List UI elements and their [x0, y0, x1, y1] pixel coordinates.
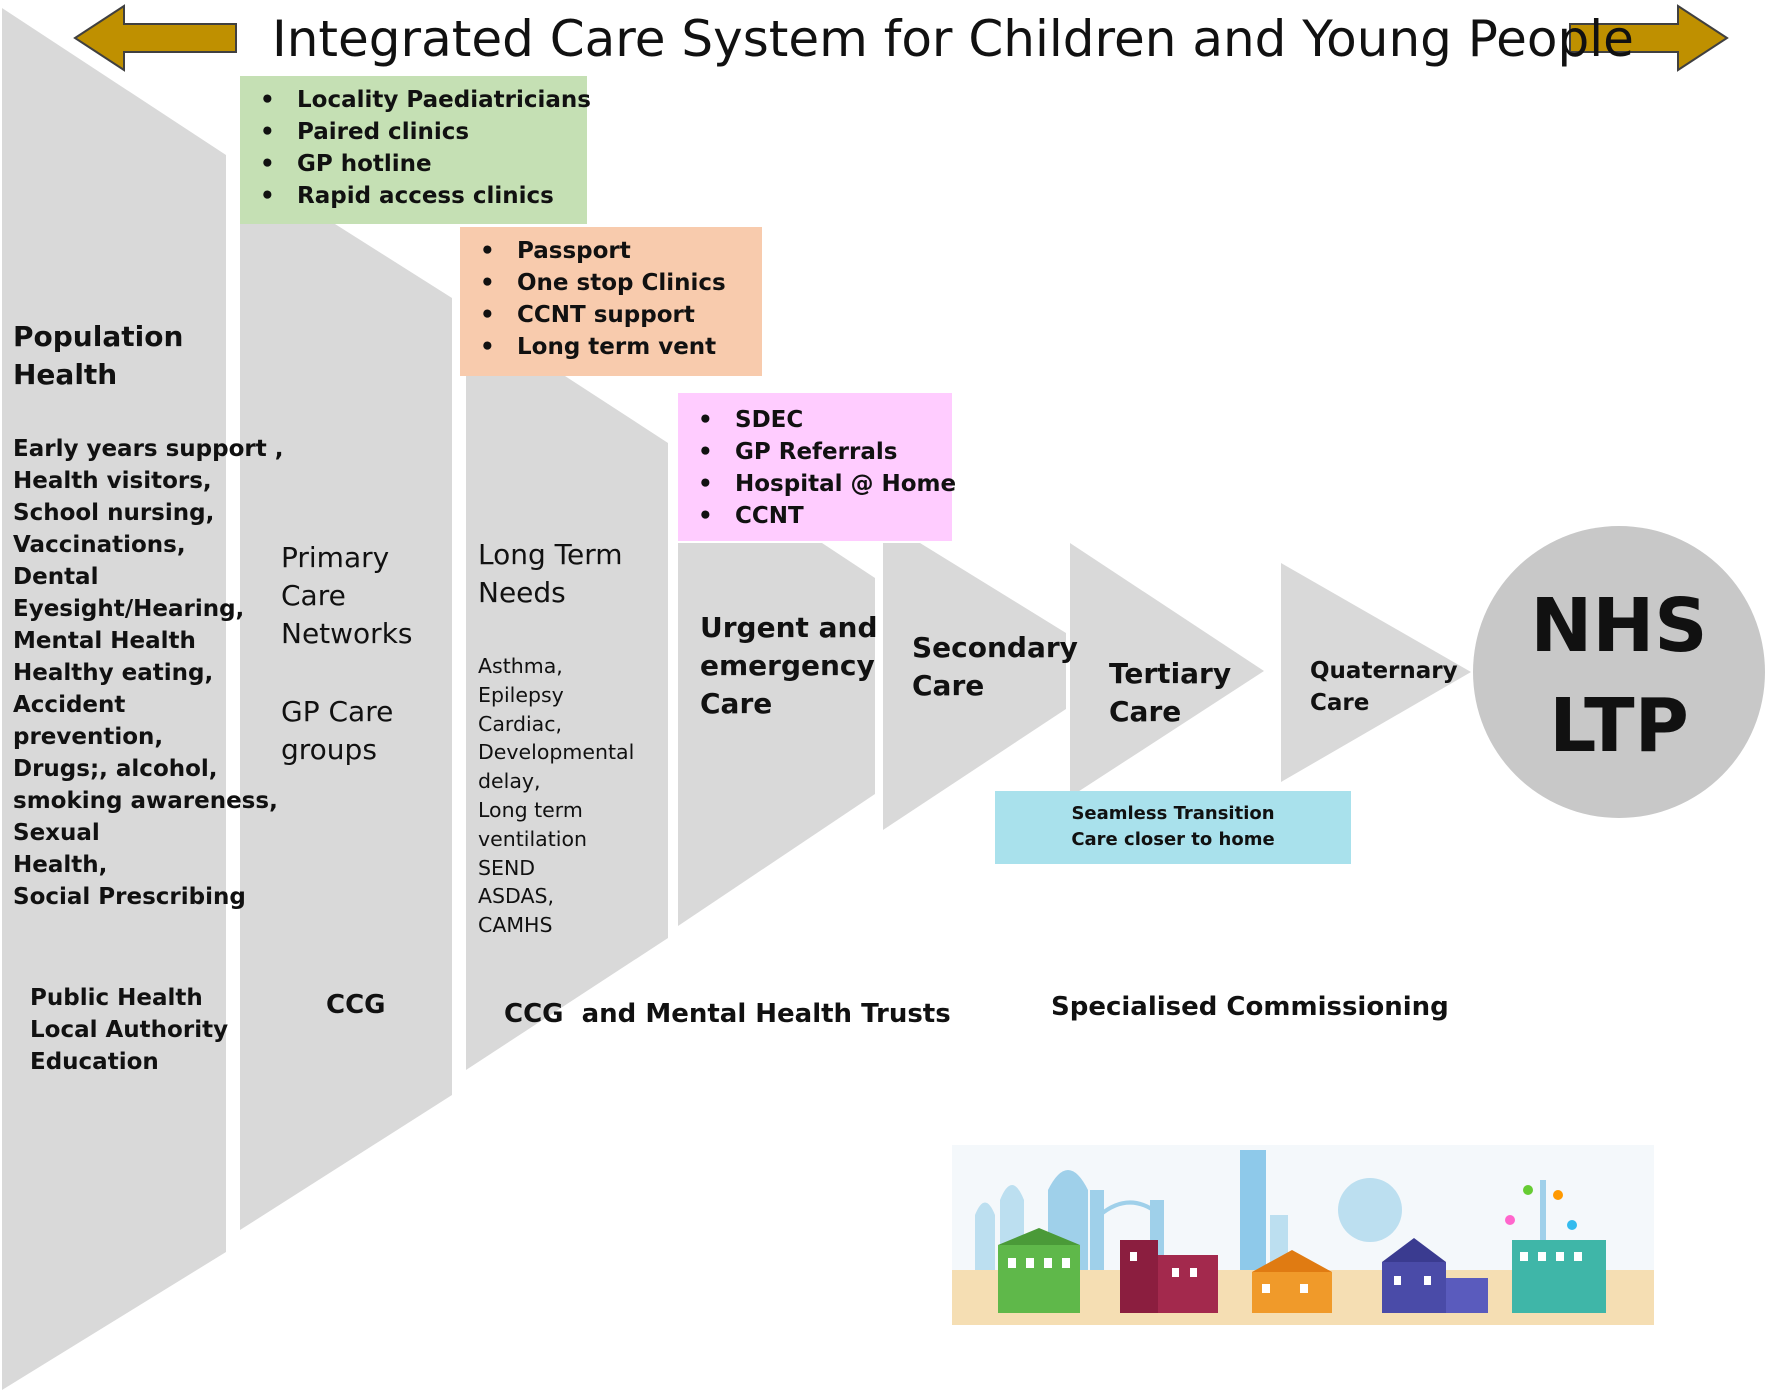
heading-line: Urgent and	[700, 611, 878, 644]
heading-line: Care	[1109, 695, 1182, 728]
nhs-ltp-circle	[1473, 526, 1765, 818]
list-item: Mental Health	[13, 628, 196, 654]
population-health-list: Early years support , Health visitors, S…	[13, 433, 284, 913]
ccg-mental-health-commissioner: CCG and Mental Health Trusts	[504, 999, 951, 1029]
population-health-commissioners: Public Health Local Authority Education	[30, 982, 228, 1078]
urgent-care-shape	[678, 543, 875, 926]
population-health-heading: Population Health	[13, 318, 183, 394]
nhs-ltp-label: NHS LTP	[1473, 576, 1765, 776]
list-item: Early years support ,	[13, 436, 284, 462]
heading-line: Population	[13, 320, 184, 353]
list-item: Dental	[13, 564, 99, 590]
left-arrow-icon	[73, 4, 237, 72]
urgent-care-service-item: SDEC	[698, 404, 952, 436]
list-item: Health,	[13, 852, 108, 878]
tertiary-care-shape	[1070, 543, 1264, 797]
long-term-service-item: CCNT support	[480, 299, 762, 331]
primary-care-service-item: Rapid access clinics	[260, 180, 587, 212]
city-skyline-illustration	[952, 1145, 1654, 1325]
long-term-service-item: One stop Clinics	[480, 267, 762, 299]
list-item: CAMHS	[478, 913, 553, 938]
secondary-care-heading: Secondary Care	[912, 629, 1078, 705]
label-line: groups	[281, 733, 377, 766]
secondary-care-shape	[883, 543, 1066, 830]
long-term-services-box: Passport One stop Clinics CCNT support L…	[460, 227, 762, 376]
primary-care-networks-label: Primary Care Networks	[281, 539, 413, 653]
heading-line: Care	[912, 669, 985, 702]
quaternary-care-shape	[1281, 563, 1471, 782]
ltp-line: LTP	[1549, 683, 1689, 769]
list-item: Healthy eating,	[13, 660, 214, 686]
seamless-transition-box: Seamless Transition Care closer to home	[995, 791, 1351, 864]
list-item: Health visitors,	[13, 468, 212, 494]
list-item: ASDAS,	[478, 884, 555, 909]
primary-care-service-item: Locality Paediatricians	[260, 84, 591, 116]
list-item: Asthma,	[478, 654, 563, 678]
list-item: SEND	[478, 855, 536, 880]
list-item: Drugs;, alcohol,	[13, 756, 218, 782]
label-line: Networks	[281, 617, 413, 650]
heading-line: Care	[1310, 690, 1370, 716]
urgent-care-heading: Urgent and emergency Care	[700, 609, 878, 723]
primary-care-services-box: Locality Paediatricians Paired clinics G…	[240, 76, 591, 224]
list-item: Accident	[13, 692, 126, 718]
seamless-transition-line: Seamless Transition	[1071, 803, 1275, 824]
quaternary-care-heading: Quaternary Care	[1310, 655, 1458, 719]
list-item: smoking awareness,	[13, 788, 278, 814]
list-item: Eyesight/Hearing,	[13, 596, 245, 622]
heading-line: Care	[700, 687, 773, 720]
urgent-care-services-box: SDEC GP Referrals Hospital @ Home CCNT	[678, 393, 956, 541]
heading-line: Needs	[478, 576, 566, 609]
label-line: Primary	[281, 541, 390, 574]
urgent-care-service-item: GP Referrals	[698, 436, 952, 468]
list-item: ventilation	[478, 826, 587, 851]
list-item: Developmental	[478, 740, 635, 765]
right-arrow-icon	[1569, 4, 1729, 72]
primary-care-service-item: Paired clinics	[260, 116, 587, 148]
care-closer-line: Care closer to home	[1071, 829, 1275, 850]
nhs-line: NHS	[1530, 583, 1708, 669]
list-item: delay,	[478, 769, 541, 794]
list-item: Long term	[478, 797, 583, 822]
commissioner-line: Public Health	[30, 985, 203, 1011]
population-health-shape	[2, 8, 226, 1390]
long-term-needs-list: Asthma, Epilepsy Cardiac, Developmental …	[478, 652, 634, 940]
long-term-needs-heading: Long Term Needs	[478, 536, 623, 612]
commissioner-line: Education	[30, 1049, 159, 1075]
primary-care-service-item: GP hotline	[260, 148, 587, 180]
long-term-needs-shape	[466, 376, 668, 1070]
specialised-commissioning: Specialised Commissioning	[1051, 992, 1449, 1022]
list-item: Vaccinations,	[13, 532, 186, 558]
heading-line: Long Term	[478, 538, 623, 571]
heading-line: Secondary	[912, 631, 1078, 664]
heading-line: emergency	[700, 649, 875, 682]
list-item: Cardiac,	[478, 711, 563, 736]
heading-line: Tertiary	[1109, 657, 1232, 690]
diagram-title: Integrated Care System for Children and …	[272, 10, 1634, 68]
list-item: School nursing,	[13, 500, 215, 526]
list-item: Social Prescribing	[13, 884, 246, 910]
list-item: prevention,	[13, 724, 164, 750]
list-item: Sexual	[13, 820, 100, 846]
tertiary-care-heading: Tertiary Care	[1109, 655, 1231, 731]
label-line: Care	[281, 579, 346, 612]
commissioner-line: Local Authority	[30, 1017, 229, 1043]
ccg-commissioner: CCG	[326, 990, 386, 1020]
urgent-care-service-item: CCNT	[698, 500, 952, 532]
urgent-care-service-item: Hospital @ Home	[698, 468, 956, 500]
long-term-service-item: Long term vent	[480, 331, 762, 363]
primary-care-shape	[240, 224, 452, 1230]
heading-line: Health	[13, 358, 118, 391]
list-item: Epilepsy	[478, 682, 564, 707]
label-line: GP Care	[281, 695, 394, 728]
long-term-service-item: Passport	[480, 235, 762, 267]
heading-line: Quaternary	[1310, 658, 1458, 684]
gp-care-groups-label: GP Care groups	[281, 693, 393, 769]
